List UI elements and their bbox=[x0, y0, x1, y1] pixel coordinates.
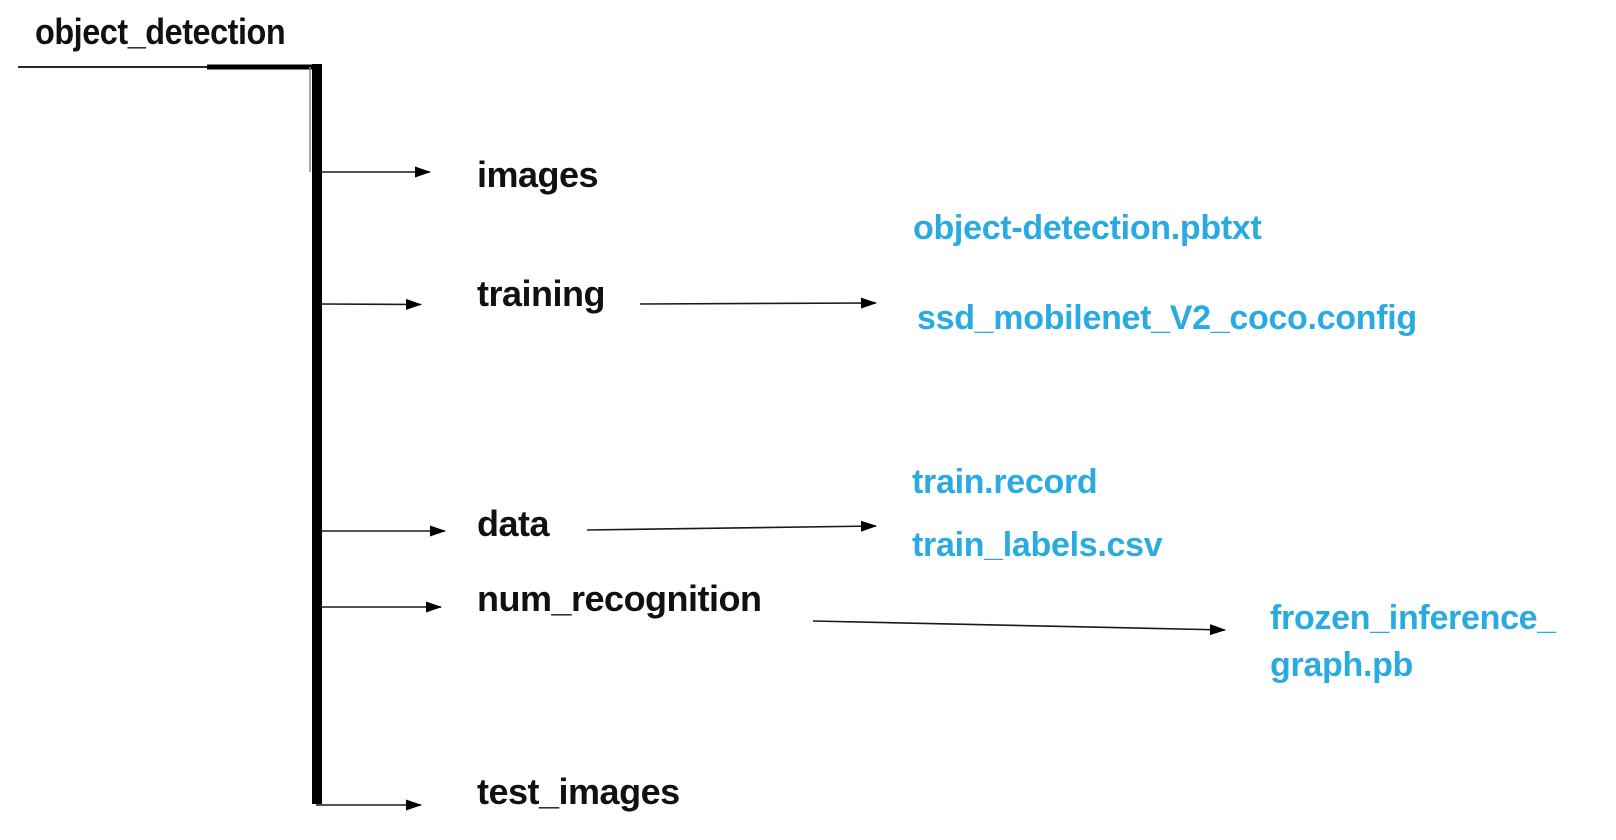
file-label-frozen-inference-graph-pb: frozen_inference_ graph.pb bbox=[1270, 599, 1556, 684]
root-underline-thick bbox=[207, 64, 318, 70]
folder-label-training: training bbox=[477, 273, 606, 314]
folder-label-num-recognition: num_recognition bbox=[477, 578, 762, 619]
connector-arrow-training-files bbox=[639, 297, 877, 309]
connector-arrow-num-recognition-file bbox=[812, 620, 1226, 636]
folder-label-test-images: test_images bbox=[477, 771, 680, 812]
root-folder-label: object_detection bbox=[35, 11, 286, 52]
connector-arrow-data-files bbox=[586, 520, 877, 532]
file-label-train-record: train.record bbox=[912, 463, 1098, 501]
folder-label-images: images bbox=[477, 154, 599, 195]
trunk-line bbox=[312, 64, 322, 804]
file-label-ssd-mobilenet-v2-coco-config: ssd_mobilenet_V2_coco.config bbox=[917, 299, 1417, 337]
folder-label-data: data bbox=[477, 503, 550, 544]
file-label-train-labels-csv: train_labels.csv bbox=[912, 526, 1163, 564]
branch-arrow-training bbox=[321, 298, 422, 310]
file-label-object-detection-pbtxt: object-detection.pbtxt bbox=[913, 209, 1262, 247]
